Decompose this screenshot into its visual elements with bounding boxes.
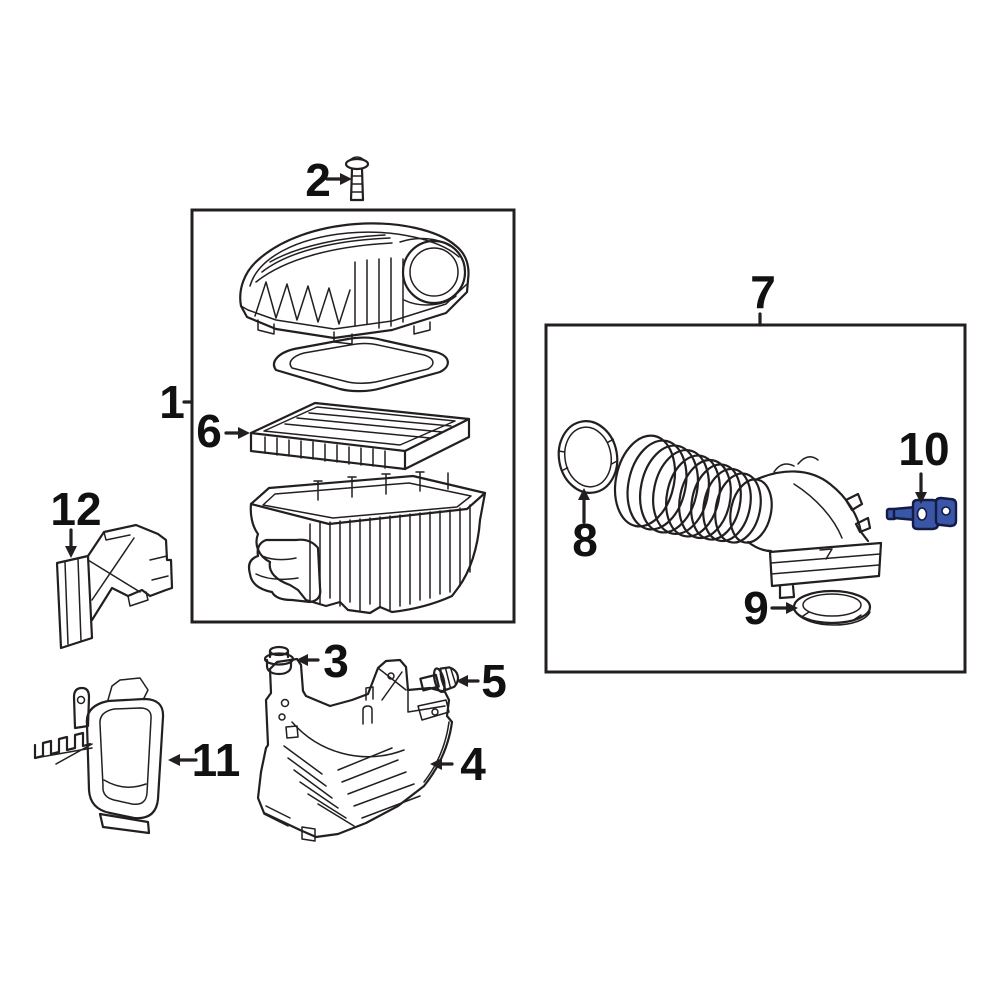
callout-2-label: 2 bbox=[305, 154, 331, 206]
air-cleaner-cover-drawing bbox=[239, 222, 470, 345]
callout-10-arrow bbox=[915, 472, 927, 504]
callout-12-arrow bbox=[65, 528, 77, 558]
callout-6-label: 6 bbox=[196, 405, 222, 457]
lower-support-bracket-drawing bbox=[256, 657, 454, 842]
callout-5-arrow bbox=[456, 675, 480, 687]
callout-4-label: 4 bbox=[460, 738, 486, 790]
callout-2-arrow bbox=[325, 173, 352, 185]
callout-12-label: 12 bbox=[50, 483, 101, 535]
callout-8-arrow bbox=[578, 488, 590, 524]
lower-housing-drawing bbox=[247, 471, 487, 615]
callout-6-arrow bbox=[224, 427, 250, 439]
callout-1-label: 1 bbox=[159, 376, 185, 428]
callout-3-arrow bbox=[296, 654, 320, 666]
lower-air-inlet-duct-drawing bbox=[33, 677, 165, 835]
hose-clamp-drawing bbox=[557, 420, 619, 494]
air-intake-hose-drawing bbox=[613, 434, 883, 600]
callout-5-label: 5 bbox=[481, 655, 507, 707]
seal-ring-drawing bbox=[792, 589, 872, 626]
callout-4-arrow bbox=[430, 758, 454, 770]
callout-3-label: 3 bbox=[323, 635, 349, 687]
cover-mounting-bolt-drawing bbox=[344, 156, 370, 202]
intake-air-temperature-sensor-drawing bbox=[885, 496, 958, 531]
cover-gasket-drawing bbox=[272, 336, 449, 393]
assembly-box-7 bbox=[544, 323, 967, 674]
callout-11-label: 11 bbox=[192, 734, 241, 786]
callout-11-arrow bbox=[168, 754, 198, 766]
air-filter-element-drawing bbox=[249, 401, 471, 471]
upper-air-inlet-duct-drawing bbox=[55, 523, 174, 650]
assembly-box-1 bbox=[190, 208, 516, 624]
callout-7-label: 7 bbox=[750, 266, 776, 318]
callout-8-label: 8 bbox=[572, 514, 598, 566]
callout-9-arrow bbox=[770, 602, 798, 614]
callout-9-label: 9 bbox=[743, 582, 769, 634]
callout-10-label: 10 bbox=[898, 423, 949, 475]
